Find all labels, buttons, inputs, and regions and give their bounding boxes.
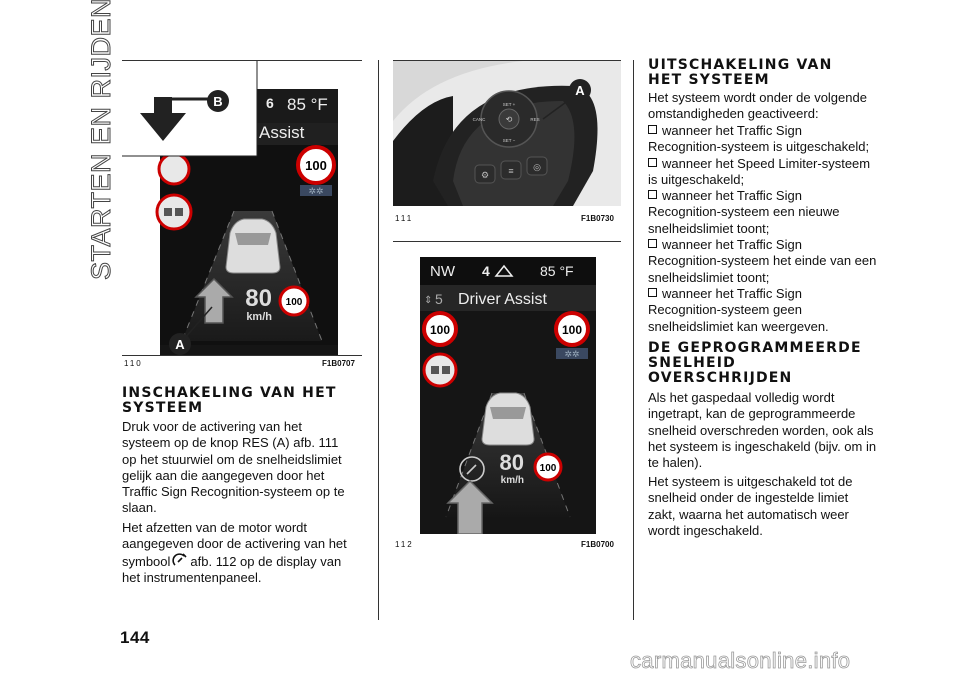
- temperature-value: 85 °F: [540, 263, 574, 279]
- svg-text:⇕: ⇕: [424, 295, 432, 306]
- figure-top-rule: [393, 60, 621, 61]
- speed-value: 80: [500, 450, 524, 475]
- callout-a: A: [575, 83, 585, 98]
- figure-separator-rule: [393, 241, 621, 242]
- col1-paragraph-1: Druk voor de activering van het systeem …: [122, 419, 345, 516]
- callout-a: A: [175, 337, 185, 352]
- temperature-value: 85 °F: [287, 95, 328, 114]
- assist-label: Assist: [259, 123, 305, 142]
- figure-number: 110: [124, 359, 143, 368]
- figure-caption-rule: [122, 355, 362, 356]
- heading-inschakeling: INSCHAKELING VAN HET SYSTEEM: [122, 385, 337, 416]
- figure-number: 112: [395, 540, 414, 549]
- col3-paragraph-1: Als het gaspedaal volledig wordt ingetra…: [648, 390, 877, 471]
- mode-number: 5: [435, 291, 443, 307]
- checkbox-bullet-icon: [648, 239, 657, 249]
- watermark: carmanualsonline.info: [630, 648, 851, 674]
- button-canc-label: CANC: [473, 117, 487, 122]
- mode-label: Driver Assist: [458, 291, 547, 308]
- checkbox-bullet-icon: [648, 157, 657, 167]
- figure-code: F1B0730: [581, 214, 614, 223]
- speed-unit: km/h: [246, 311, 272, 323]
- button-set-minus-label: SET −: [503, 138, 516, 143]
- speed-value: 80: [245, 285, 272, 312]
- svg-text:✲✲: ✲✲: [564, 349, 579, 359]
- heading-value: NW: [430, 263, 456, 280]
- checkbox-bullet-icon: [648, 190, 657, 200]
- column-divider-2: [633, 60, 634, 620]
- column-divider-1: [378, 60, 379, 620]
- gear-value: 4: [482, 263, 490, 279]
- checkbox-bullet-icon: [648, 287, 657, 297]
- col3-intro: Het systeem wordt onder de volgende omst…: [648, 90, 867, 122]
- figure-code: F1B0700: [581, 540, 614, 549]
- svg-text:◎: ◎: [533, 162, 541, 172]
- figure-111-image: SET + CANC RES SET − ⟲ ⚙ ≡ ◎ A: [393, 61, 621, 206]
- gear-value: 6: [266, 95, 274, 111]
- sign-bottom-value: 100: [286, 297, 303, 308]
- figure-top-rule: [122, 60, 362, 61]
- callout-b: B: [213, 94, 222, 109]
- sign-left-value: 100: [430, 323, 450, 337]
- checkbox-bullet-icon: [648, 125, 657, 134]
- mountain-icon: [494, 264, 514, 277]
- figure-112: NW 4 85 °F ⇕ 5 Driver Assist 100 100 ✲✲ …: [420, 257, 596, 534]
- sign-top-value: 100: [305, 158, 327, 173]
- engine-off-symbol-icon: [172, 553, 187, 566]
- speed-unit: km/h: [501, 475, 524, 486]
- svg-text:✲✲: ✲✲: [308, 186, 323, 196]
- button-res-label: RES: [530, 117, 539, 122]
- svg-text:⚙: ⚙: [481, 170, 489, 180]
- col1-paragraph-2: Het afzetten van de motor wordt aangegev…: [122, 520, 347, 585]
- engine-off-symbol-icon: [459, 456, 485, 482]
- figure-110-image: 100 ✲✲ 80 km/h 100 6 85 °F Assist B A: [122, 61, 338, 355]
- figure-code: F1B0707: [322, 359, 355, 368]
- sign-bottom-value: 100: [540, 463, 557, 474]
- button-set-plus-label: SET +: [503, 102, 516, 107]
- page-number: 144: [120, 628, 150, 647]
- svg-text:⟲: ⟲: [506, 115, 513, 124]
- figure-110: 100 ✲✲ 80 km/h 100 6 85 °F Assist B A: [122, 61, 362, 355]
- figure-112-image: NW 4 85 °F ⇕ 5 Driver Assist 100 100 ✲✲ …: [420, 257, 596, 534]
- figure-111: SET + CANC RES SET − ⟲ ⚙ ≡ ◎ A: [393, 61, 621, 206]
- col3-paragraph-2: Het systeem is uitgeschakeld tot de snel…: [648, 474, 853, 538]
- figure-number: 111: [395, 214, 414, 223]
- chapter-title: STARTEN EN RIJDEN: [86, 0, 117, 281]
- sign-right-value: 100: [562, 323, 582, 337]
- svg-text:≡: ≡: [508, 166, 513, 176]
